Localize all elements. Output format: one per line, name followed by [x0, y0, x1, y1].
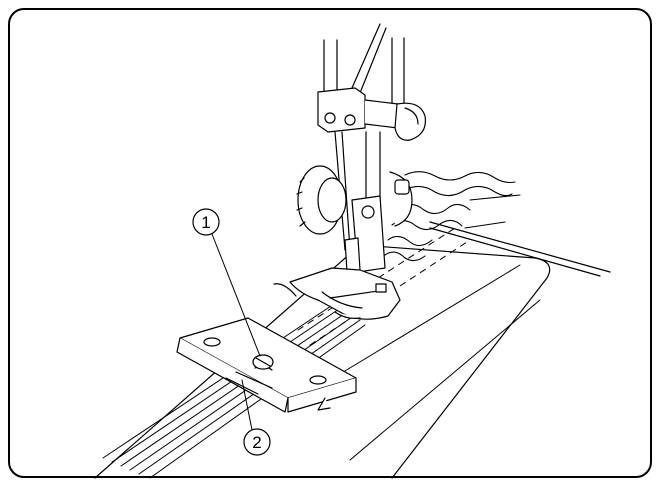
- needle-clamp: [317, 87, 427, 141]
- fabric-bed: [94, 221, 611, 479]
- callout-1: 1: [192, 208, 220, 236]
- illustration-frame: [8, 8, 652, 478]
- callout-leaders: [211, 233, 261, 431]
- elastic-cords: [102, 299, 366, 479]
- presser-foot: [273, 267, 401, 320]
- elastic-guide-plate: [176, 317, 357, 413]
- callout-2: 2: [243, 428, 271, 456]
- callout-2-label: 2: [252, 433, 261, 452]
- callout-1-label: 1: [201, 213, 210, 232]
- thumb-screw: [296, 165, 413, 235]
